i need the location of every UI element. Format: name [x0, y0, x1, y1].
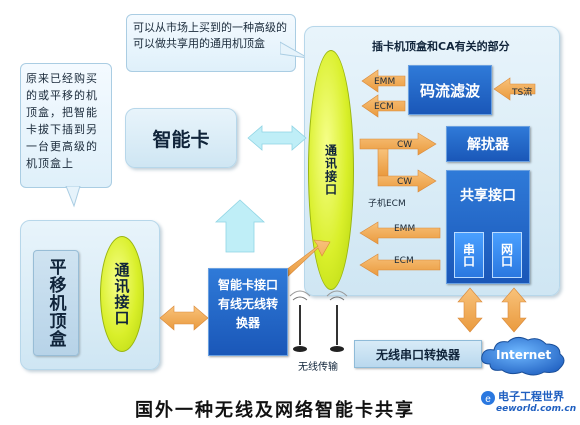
callout-market-note: 可以从市场上买到的一种高级的可以做共享用的通用机顶盒: [126, 14, 296, 72]
watermark-site: eeworld.com.cn: [496, 404, 577, 414]
emm-label-lower: EMM: [394, 224, 416, 234]
legacy-box-inner: 平移机顶盒: [33, 250, 79, 356]
cw-label-lower: CW: [397, 177, 413, 187]
callout-old-box-pointer: [65, 186, 81, 208]
watermark-logo: 电子工程世界 eeworld.com.cn e: [480, 388, 576, 422]
ts-label: TS流: [512, 88, 533, 98]
stream-filter-box: 码流滤波: [408, 65, 492, 115]
diagram-caption: 国外一种无线及网络智能卡共享: [135, 400, 415, 421]
serial-converter-box: 无线串口转换器: [354, 340, 482, 368]
legacy-converter-arrow: [159, 305, 209, 331]
shared-port-label: 共享接口: [460, 188, 516, 204]
svg-text:e: e: [485, 394, 491, 405]
internet-label: Internet: [496, 348, 552, 362]
smart-card-panel: 智能卡: [125, 108, 237, 168]
converter-box: 智能卡接口有线无线转换器: [208, 268, 288, 356]
cw-label-upper: CW: [397, 140, 413, 150]
ca-section-title: 插卡机顶盒和CA有关的部分: [372, 40, 510, 53]
watermark-icon: e: [481, 391, 495, 405]
emm-label-top: EMM: [374, 77, 396, 87]
callout-old-box-note: 原来已经购买的或平移的机顶盒，把智能卡拔下插到另一台更高级的机顶盒上: [20, 63, 112, 188]
internet-cloud-icon: [481, 336, 565, 376]
descrambler-label: 解扰器: [467, 137, 509, 153]
card-ca-arrow: [247, 125, 307, 151]
stream-filter-label: 码流滤波: [419, 81, 480, 100]
ca-comm-ellipse: 通讯接口: [308, 50, 354, 290]
network-port-label: 网口: [499, 243, 514, 267]
serial-port-label: 串口: [461, 243, 476, 267]
legacy-comm-label: 通讯接口: [112, 262, 131, 326]
watermark-brand: 电子工程世界: [498, 390, 564, 403]
callout-old-box-note-text: 原来已经购买的或平移的机顶盒，把智能卡拔下插到另一台更高级的机顶盒上: [26, 72, 98, 170]
ecm-label-top: ECM: [374, 102, 394, 112]
ca-comm-label: 通讯接口: [323, 144, 338, 196]
antenna-icon: [326, 290, 348, 352]
wireless-label: 无线传输: [298, 362, 338, 373]
serial-port-box: 串口: [454, 232, 484, 278]
smart-card-label: 智能卡: [152, 128, 210, 151]
ecm-label-lower: ECM: [394, 256, 414, 266]
legacy-comm-ellipse: 通讯接口: [100, 236, 144, 352]
callout-market-pointer: [280, 41, 309, 59]
converter-up-arrow: [214, 199, 266, 253]
antenna-icon: [289, 290, 311, 352]
callout-market-note-text: 可以从市场上买到的一种高级的可以做共享用的通用机顶盒: [133, 21, 287, 50]
sub-ecm-label: 子机ECM: [368, 199, 406, 209]
network-port-box: 网口: [492, 232, 522, 278]
legacy-box-label: 平移机顶盒: [45, 258, 66, 348]
converter-label: 智能卡接口有线无线转换器: [217, 278, 278, 330]
descrambler-box: 解扰器: [446, 126, 530, 162]
serial-converter-label: 无线串口转换器: [375, 347, 460, 362]
